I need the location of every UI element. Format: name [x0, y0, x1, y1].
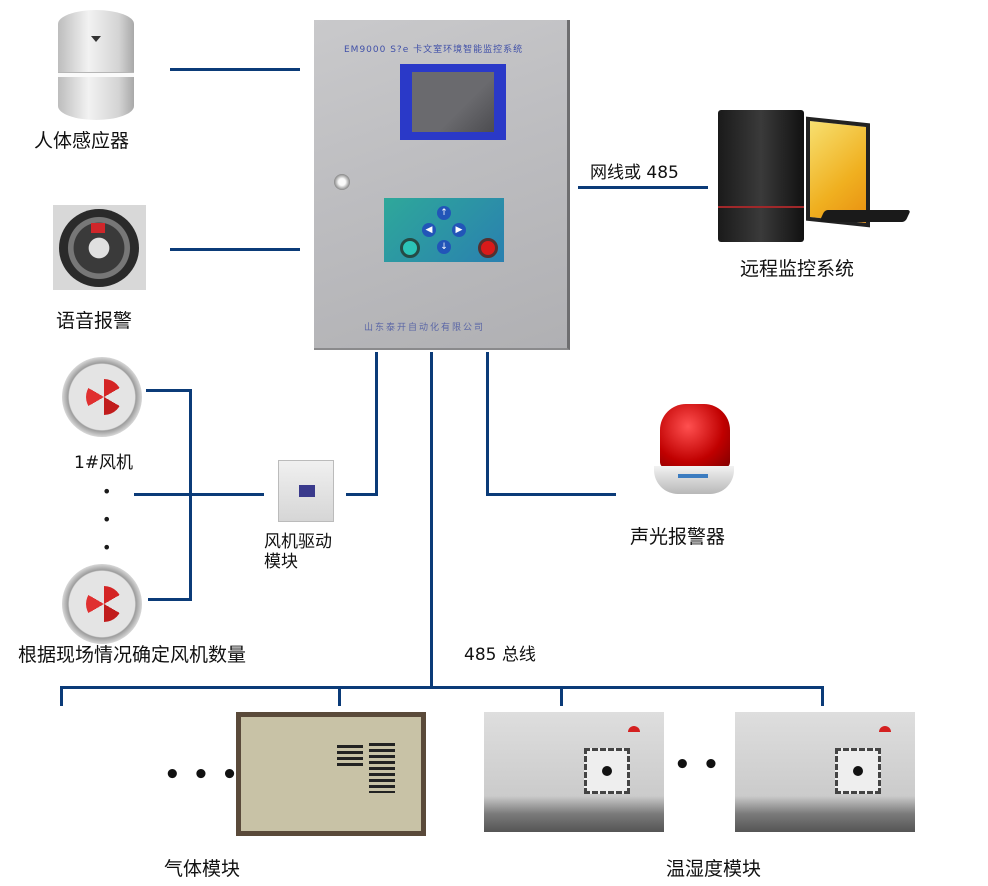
temp-humidity-module-icon [735, 712, 915, 832]
contactor-icon [278, 460, 334, 522]
arrow-right-icon: ▶ [452, 223, 466, 237]
arrow-down-icon: ↓ [437, 240, 451, 254]
stop-button-icon [478, 238, 498, 258]
bus-trunk [430, 352, 433, 688]
fan-icon [62, 564, 142, 644]
controller-cabinet: EM9000 S?e 卡文室环境智能监控系统 ↑ ↓ ◀ ▶ 山东泰开自动化有限… [314, 20, 570, 350]
fan-driver-riser [375, 352, 378, 496]
th-label: 温湿度模块 [666, 858, 762, 880]
controller-title: EM9000 S?e 卡文室环境智能监控系统 [344, 45, 524, 55]
computer-icon [718, 110, 804, 242]
keyboard-icon [819, 210, 911, 222]
speaker-label: 语音报警 [56, 310, 133, 332]
alarm-beacon-icon [660, 404, 730, 468]
bus-drop-1 [60, 686, 63, 706]
bus-drop-4 [821, 686, 824, 706]
speaker-icon [53, 205, 146, 290]
gas-module-icon [236, 712, 426, 836]
speaker-link-line [170, 248, 300, 251]
beacon-label: 声光报警器 [630, 526, 726, 548]
remote-label: 远程监控系统 [740, 258, 855, 280]
lock-icon [334, 174, 350, 190]
pir-label: 人体感应器 [34, 130, 130, 152]
bus-horizontal [60, 686, 824, 689]
arrow-up-icon: ↑ [437, 206, 451, 220]
remote-link-label: 网线或 485 [590, 163, 679, 183]
beacon-link-line [486, 493, 616, 496]
controller-keypad: ↑ ↓ ◀ ▶ [384, 198, 504, 262]
bus-label: 485 总线 [464, 645, 536, 665]
ellipsis: ••• [164, 760, 250, 790]
arrow-left-icon: ◀ [422, 223, 436, 237]
temp-humidity-module-icon [484, 712, 664, 832]
fan-driver-output-line [346, 493, 378, 496]
beacon-riser [486, 352, 489, 496]
bus-drop-3 [560, 686, 563, 706]
controller-footer: 山东泰开自动化有限公司 [364, 323, 486, 333]
bus-drop-2 [338, 686, 341, 706]
gas-label: 气体模块 [164, 858, 241, 880]
beacon-base [654, 466, 734, 494]
fan1-label: 1#风机 [74, 453, 134, 473]
remote-link-line [578, 186, 708, 189]
pir-link-line [170, 68, 300, 71]
fan-n-link-line [148, 598, 192, 601]
fan-count-label: 根据现场情况确定风机数量 [18, 644, 247, 666]
fan-driver-input-line [134, 493, 264, 496]
controller-screen [400, 64, 506, 140]
fan-icon [62, 357, 142, 437]
fan-driver-label: 风机驱动 模块 [264, 532, 332, 572]
start-button-icon [400, 238, 420, 258]
motion-sensor-icon [58, 10, 134, 120]
vertical-ellipsis: ••• [102, 482, 112, 557]
fan1-link-line [146, 389, 192, 392]
